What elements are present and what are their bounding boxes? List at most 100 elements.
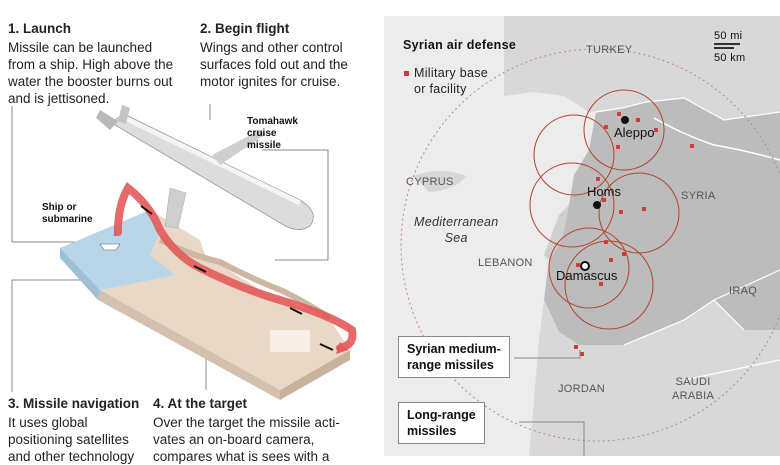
border-syria-iraq bbox=[713, 269, 780, 301]
step-text-line: It uses global bbox=[8, 415, 88, 430]
step-title: 4. At the target bbox=[153, 396, 248, 411]
military-bases bbox=[404, 71, 694, 356]
military-base bbox=[654, 128, 658, 132]
step-text-line: Over the target the missile acti- bbox=[153, 415, 340, 430]
legend-line: Military base bbox=[414, 66, 489, 80]
box-line: Syrian medium- bbox=[407, 342, 501, 356]
terrain-edge-side bbox=[280, 350, 350, 400]
box-line: range missiles bbox=[407, 358, 494, 372]
ship-icon bbox=[99, 243, 121, 251]
leader-long bbox=[519, 421, 585, 456]
capital-star-icon bbox=[580, 261, 590, 271]
step-title: 1. Launch bbox=[8, 21, 72, 36]
legend-line: or facility bbox=[414, 82, 467, 96]
step-text-line: positioning satellites bbox=[8, 432, 129, 447]
river bbox=[653, 117, 780, 161]
leader-line-missile bbox=[262, 149, 329, 261]
step-text-line: and is jettisoned. bbox=[8, 91, 110, 106]
scale-mi: 50 mi bbox=[714, 30, 743, 42]
label-line: cruise bbox=[247, 128, 277, 139]
military-base bbox=[622, 252, 626, 256]
lebanon-land bbox=[544, 205, 569, 260]
missile-body bbox=[114, 114, 314, 230]
label-line: Sea bbox=[444, 231, 468, 245]
waypoint-1 bbox=[140, 205, 153, 215]
legend-base-icon bbox=[404, 71, 409, 76]
military-base bbox=[602, 198, 606, 202]
map-legend: Military base or facility bbox=[414, 65, 488, 97]
step-text-line: compares what is sees with a bbox=[153, 449, 330, 464]
label-line: SAUDI bbox=[675, 376, 711, 388]
tomahawk-missile-illustration bbox=[96, 105, 314, 230]
military-base bbox=[642, 207, 646, 211]
label-saudi-arabia: SAUDI ARABIA bbox=[672, 375, 714, 403]
leader-medium bbox=[514, 350, 581, 359]
step-text-line: vates an on-board camera, bbox=[153, 432, 315, 447]
step-text-line: motor ignites for cruise. bbox=[200, 74, 341, 89]
label-line: Mediterranean bbox=[414, 215, 499, 229]
label-syria: SYRIA bbox=[681, 190, 716, 202]
label-cyprus: CYPRUS bbox=[406, 176, 454, 188]
step-text-line: and other technology bbox=[8, 449, 135, 464]
medium-range-circles bbox=[529, 89, 680, 330]
label-line: ARABIA bbox=[672, 390, 715, 402]
leader-line-launch bbox=[11, 106, 100, 243]
missile-tail-fin bbox=[96, 110, 118, 130]
military-base bbox=[604, 125, 608, 129]
step-launch: 1. Launch Missile can be launched from a… bbox=[8, 20, 173, 107]
syria-air-defense-map bbox=[384, 16, 780, 456]
city-dot-homs bbox=[593, 201, 601, 209]
missile-wing-upper bbox=[212, 130, 266, 165]
border-turkey-syria bbox=[595, 97, 780, 121]
waypoint-4 bbox=[319, 343, 334, 351]
map-title: Syrian air defense bbox=[403, 38, 517, 52]
military-base bbox=[596, 177, 600, 181]
step-text-line: Missile can be launched bbox=[8, 40, 153, 55]
target-area bbox=[270, 330, 310, 352]
step-text-line: from a ship. High above the bbox=[8, 57, 174, 72]
military-base bbox=[690, 144, 694, 148]
jordan-saudi-land bbox=[529, 300, 780, 456]
range-circle bbox=[533, 114, 615, 196]
water-area bbox=[60, 210, 175, 290]
missile-tail-fin-upper bbox=[118, 105, 130, 124]
city-dot-aleppo bbox=[621, 116, 629, 124]
box-line: Long-range bbox=[407, 408, 476, 422]
military-base bbox=[576, 263, 580, 267]
range-circle bbox=[548, 227, 630, 309]
long-range-circle bbox=[400, 48, 780, 442]
label-iraq: IRAQ bbox=[729, 285, 758, 297]
step-text-line: surfaces fold out and the bbox=[200, 57, 348, 72]
box-long-range-missiles: Long-range missiles bbox=[398, 402, 485, 444]
city-damascus: Damascus bbox=[556, 268, 618, 283]
scale-km: 50 km bbox=[714, 52, 746, 64]
label-line: missile bbox=[247, 140, 281, 151]
step-title: 2. Begin flight bbox=[200, 21, 290, 36]
military-base bbox=[617, 112, 621, 116]
label-tomahawk: Tomahawk cruise missile bbox=[247, 116, 298, 152]
border-syria-jordan bbox=[623, 299, 745, 346]
ridge bbox=[158, 237, 332, 321]
missile-wing bbox=[164, 187, 187, 229]
city-aleppo: Aleppo bbox=[614, 125, 655, 140]
step-text-line: Wings and other control bbox=[200, 40, 343, 55]
range-circle bbox=[583, 89, 665, 171]
label-line: Ship or bbox=[42, 202, 77, 213]
label-line: submarine bbox=[42, 214, 93, 225]
flight-path-arrowhead bbox=[336, 342, 348, 354]
label-turkey: TURKEY bbox=[586, 44, 633, 56]
label-mediterranean-sea: Mediterranean Sea bbox=[414, 214, 499, 246]
military-base bbox=[619, 210, 623, 214]
label-ship: Ship or submarine bbox=[42, 202, 93, 226]
military-base bbox=[599, 282, 603, 286]
step-at-target: 4. At the target Over the target the mis… bbox=[153, 395, 340, 465]
water-edge bbox=[60, 248, 100, 300]
tomahawk-diagram bbox=[11, 104, 357, 400]
city-homs: Homs bbox=[587, 184, 621, 199]
military-base bbox=[580, 352, 584, 356]
waypoint-markers bbox=[140, 205, 334, 351]
military-base bbox=[609, 258, 613, 262]
box-medium-range-missiles: Syrian medium- range missiles bbox=[398, 336, 510, 378]
military-base bbox=[604, 240, 608, 244]
step-title: 3. Missile navigation bbox=[8, 396, 140, 411]
